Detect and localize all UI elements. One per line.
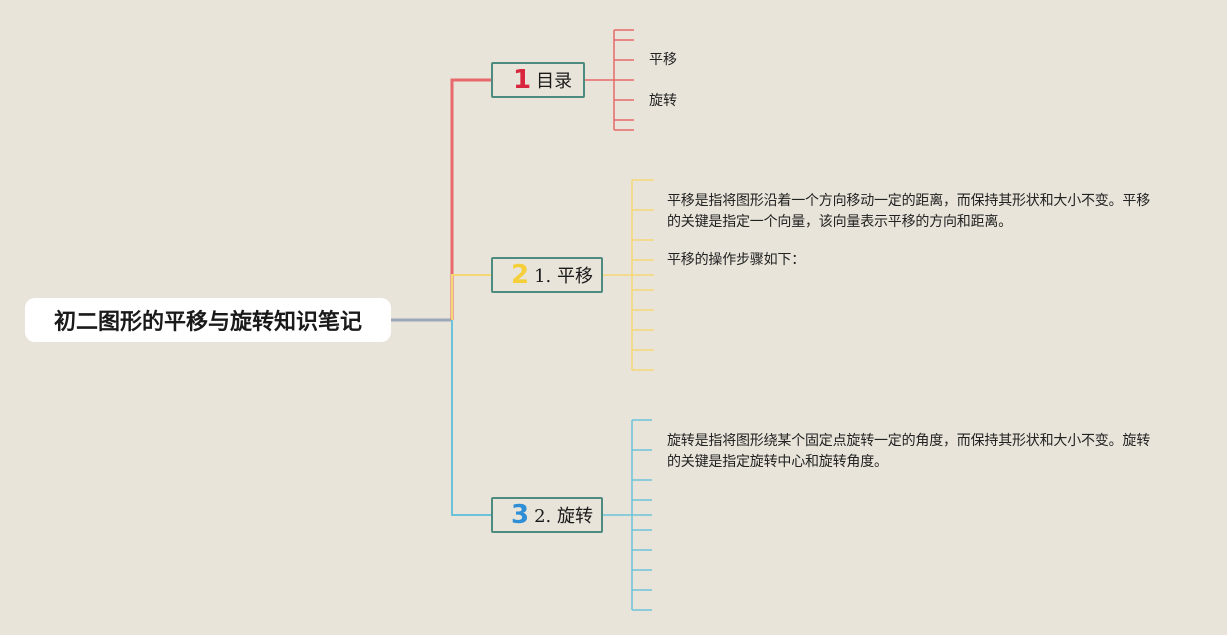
- number-3-icon: 3: [511, 500, 530, 530]
- branch-topic-toc[interactable]: 1 目录: [491, 62, 585, 98]
- branch1-bracket: [585, 29, 634, 131]
- branch-topic-translation-label: 1. 平移: [534, 266, 593, 287]
- branch-topic-rotation[interactable]: 3 2. 旋转: [491, 497, 603, 533]
- branch2-connector: [451, 274, 491, 320]
- rotation-definition-text[interactable]: 旋转是指将图形绕某个固定点旋转一定的角度，而保持其形状和大小不变。旋转的关键是指…: [667, 433, 1150, 470]
- translation-definition-text[interactable]: 平移是指将图形沿着一个方向移动一定的距离，而保持其形状和大小不变。平移的关键是指…: [667, 193, 1150, 230]
- subtopic-rotation[interactable]: 旋转: [649, 93, 677, 109]
- number-2-icon: 2: [511, 260, 530, 290]
- branch3-connector: [451, 320, 491, 516]
- root-topic-label: 初二图形的平移与旋转知识笔记: [53, 310, 362, 335]
- branch3-bracket: [603, 419, 652, 611]
- branch1-connector: [450, 78, 491, 320]
- root-topic[interactable]: 初二图形的平移与旋转知识笔记: [25, 298, 391, 342]
- branch-topic-toc-label: 目录: [536, 71, 573, 92]
- branch2-bracket: [603, 179, 654, 371]
- subtopic-translation[interactable]: 平移: [649, 52, 677, 68]
- translation-steps-text[interactable]: 平移的操作步骤如下：: [667, 252, 805, 268]
- number-1-icon: 1: [513, 65, 532, 95]
- branch-topic-rotation-label: 2. 旋转: [534, 506, 593, 527]
- branch-topic-translation[interactable]: 2 1. 平移: [491, 257, 603, 293]
